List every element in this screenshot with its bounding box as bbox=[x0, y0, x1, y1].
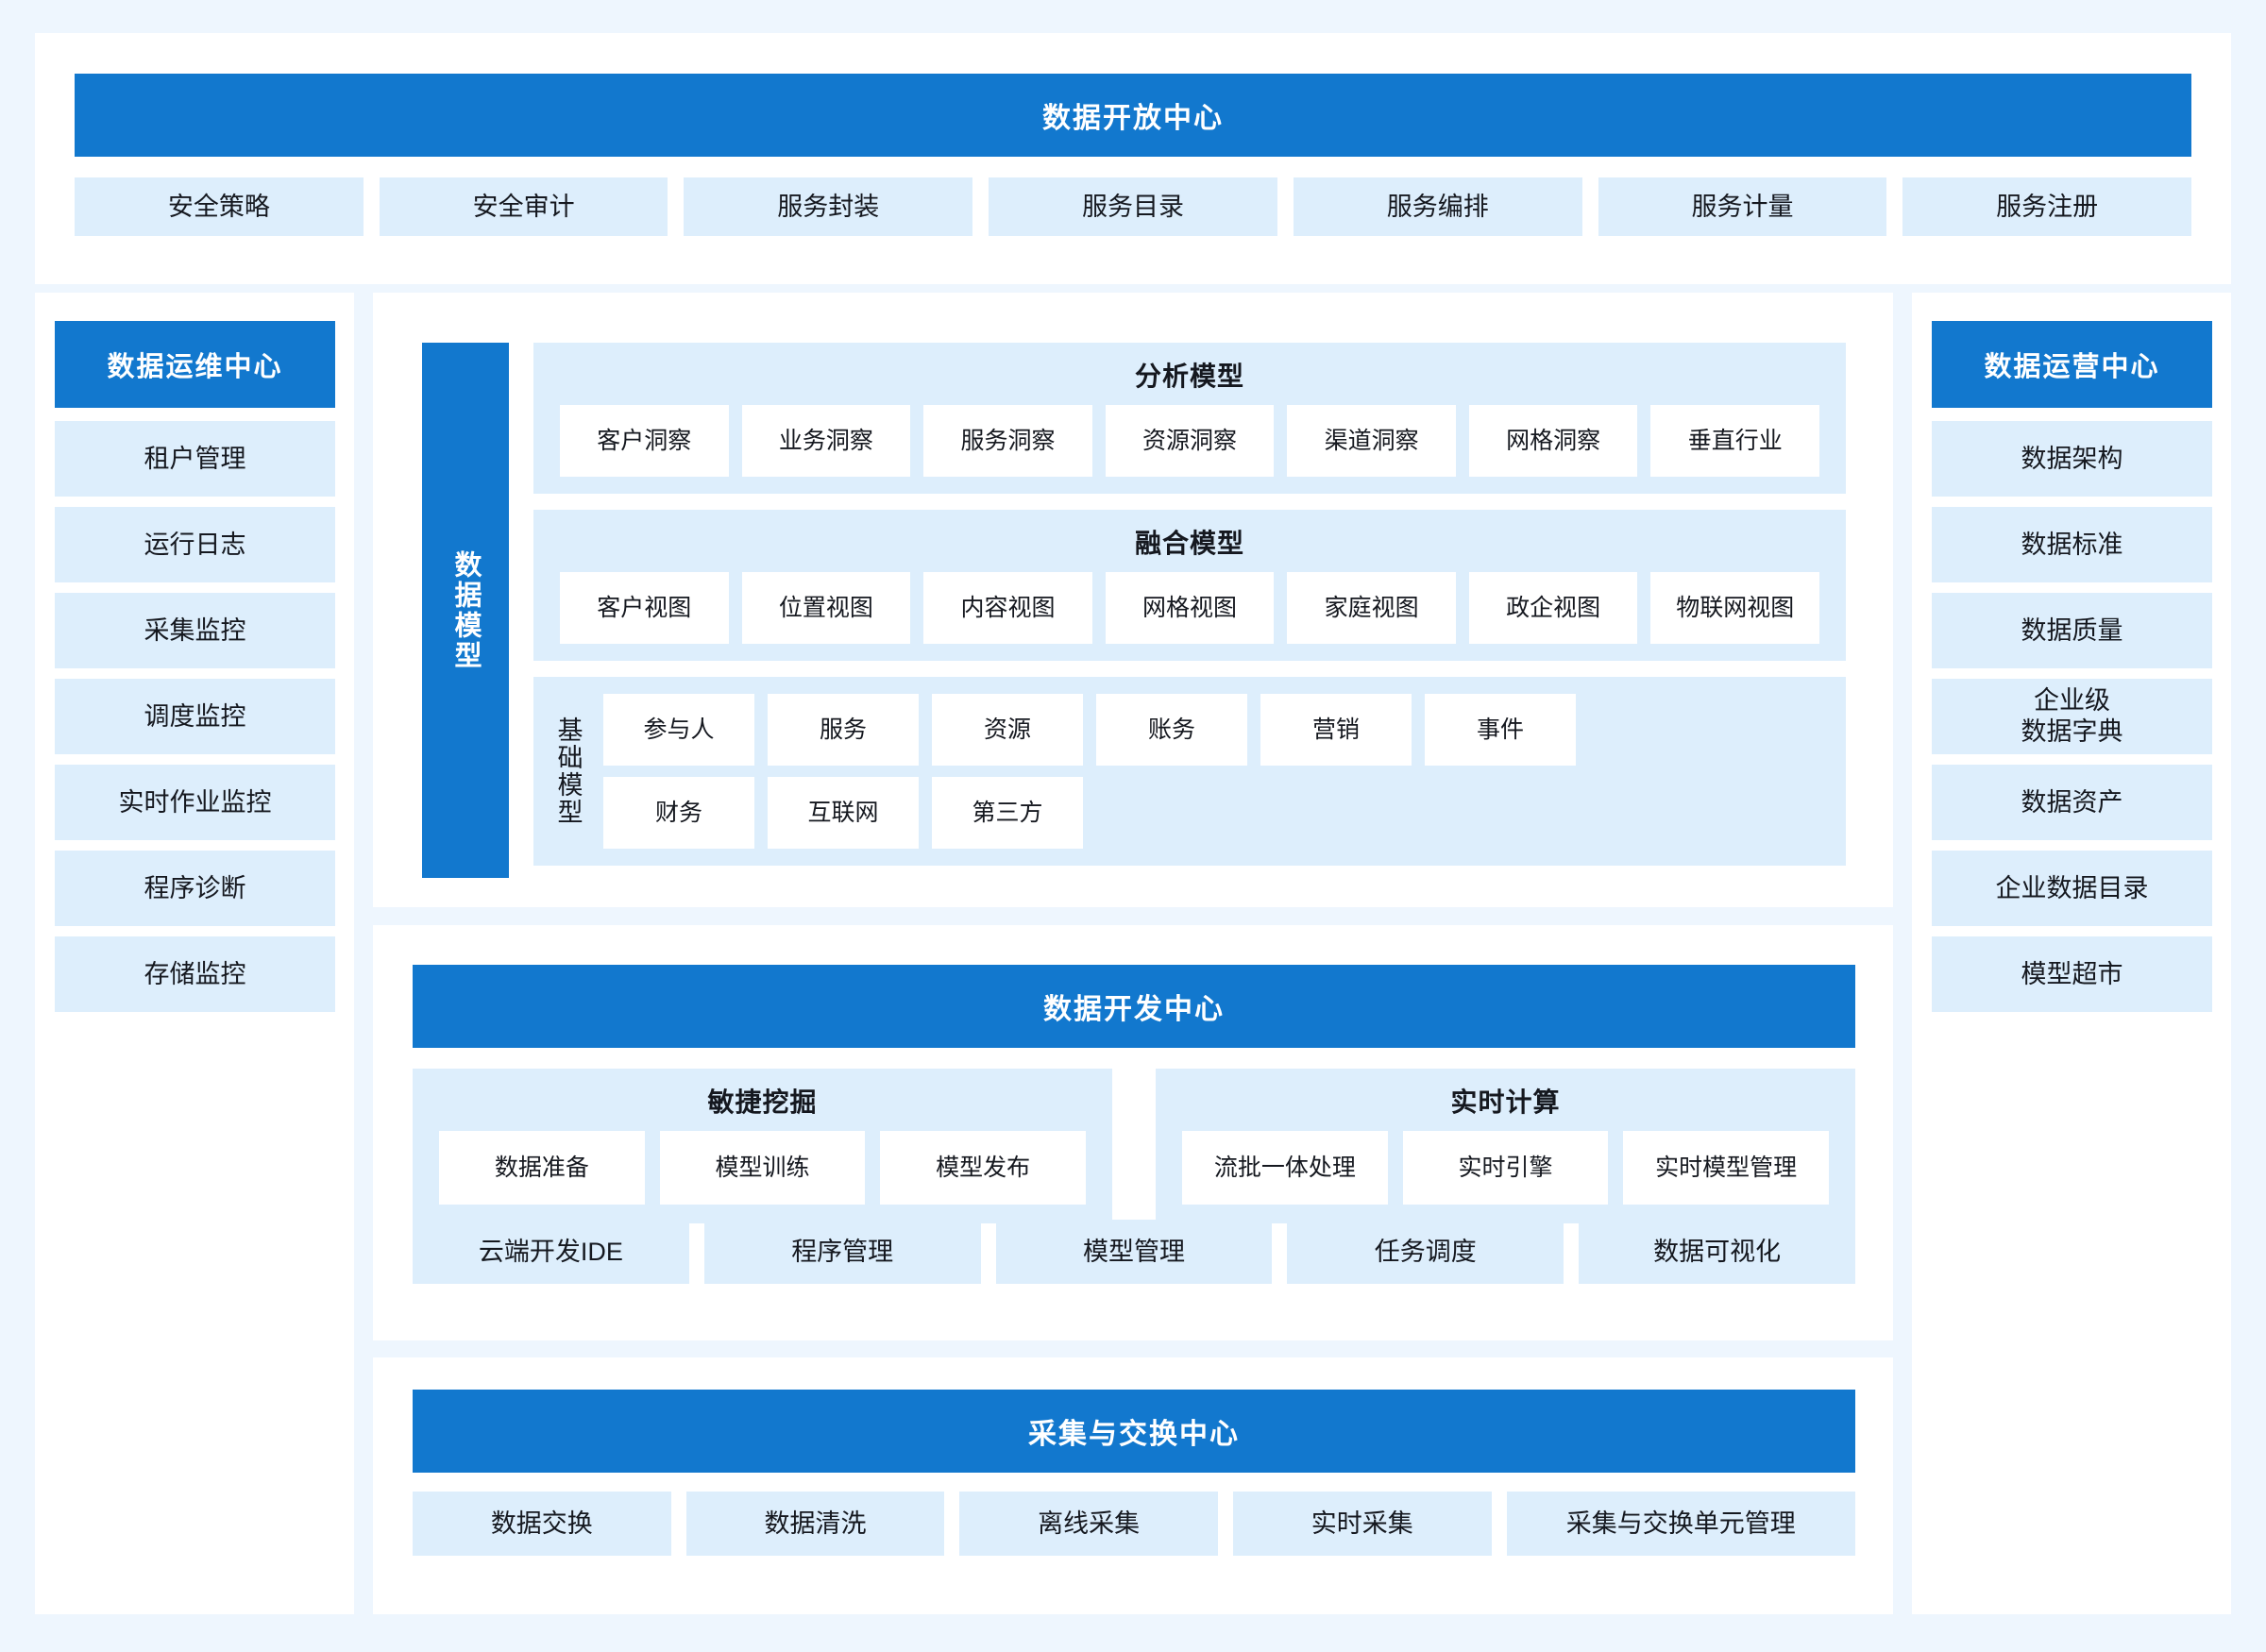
analysis-model-item-6[interactable]: 垂直行业 bbox=[1650, 405, 1820, 477]
agile-mining-item-2[interactable]: 模型发布 bbox=[880, 1131, 1087, 1205]
base-model-item-0[interactable]: 参与人 bbox=[603, 694, 754, 766]
collect-center-title: 采集与交换中心 bbox=[413, 1390, 1855, 1473]
ops-center-item-3[interactable]: 调度监控 bbox=[55, 679, 335, 754]
data-model-groups: 分析模型 客户洞察 业务洞察 服务洞察 资源洞察 渠道洞察 网格洞察 垂直行业 … bbox=[533, 343, 1846, 866]
open-center-item-list: 安全策略 安全审计 服务封装 服务目录 服务编排 服务计量 服务注册 bbox=[75, 177, 2192, 236]
open-center-item-3[interactable]: 服务目录 bbox=[989, 177, 1277, 236]
open-center-title: 数据开放中心 bbox=[75, 74, 2191, 157]
analysis-model-items: 客户洞察 业务洞察 服务洞察 资源洞察 渠道洞察 网格洞察 垂直行业 bbox=[533, 405, 1846, 477]
open-center-item-2[interactable]: 服务封装 bbox=[684, 177, 973, 236]
dev-center-bottom-item-4[interactable]: 数据可视化 bbox=[1579, 1220, 1855, 1284]
ops-center-panel: 数据运维中心 租户管理 运行日志 采集监控 调度监控 实时作业监控 程序诊断 存… bbox=[35, 293, 354, 1614]
fusion-model-item-3[interactable]: 网格视图 bbox=[1105, 572, 1275, 644]
data-model-vertical-label: 数据模型 bbox=[422, 343, 509, 878]
analysis-model-item-5[interactable]: 网格洞察 bbox=[1468, 405, 1638, 477]
ops-center-item-5[interactable]: 程序诊断 bbox=[55, 851, 335, 926]
operation-center-item-2[interactable]: 数据质量 bbox=[1932, 593, 2212, 668]
ops-center-item-2[interactable]: 采集监控 bbox=[55, 593, 335, 668]
realtime-compute-title: 实时计算 bbox=[1450, 1087, 1561, 1117]
fusion-model-group: 融合模型 客户视图 位置视图 内容视图 网格视图 家庭视图 政企视图 物联网视图 bbox=[533, 510, 1846, 661]
analysis-model-item-0[interactable]: 客户洞察 bbox=[560, 405, 729, 477]
agile-mining-item-0[interactable]: 数据准备 bbox=[439, 1131, 645, 1205]
base-model-item-2[interactable]: 资源 bbox=[932, 694, 1083, 766]
operation-center-panel: 数据运营中心 数据架构 数据标准 数据质量 企业级 数据字典 数据资产 企业数据… bbox=[1912, 293, 2231, 1614]
agile-mining-title: 敏捷挖掘 bbox=[707, 1087, 818, 1117]
fusion-model-title: 融合模型 bbox=[1134, 529, 1244, 558]
base-model-item-4[interactable]: 营销 bbox=[1260, 694, 1412, 766]
dev-center-subgroups: 敏捷挖掘 数据准备 模型训练 模型发布 实时计算 流批一体处理 实时引擎 实时模… bbox=[413, 1069, 1855, 1223]
base-model-item-7[interactable]: 互联网 bbox=[768, 777, 919, 849]
base-model-item-1[interactable]: 服务 bbox=[768, 694, 919, 766]
operation-center-item-1[interactable]: 数据标准 bbox=[1932, 507, 2212, 582]
analysis-model-item-2[interactable]: 服务洞察 bbox=[923, 405, 1092, 477]
base-model-vertical-label: 基础模型 bbox=[553, 716, 583, 826]
agile-mining-group: 敏捷挖掘 数据准备 模型训练 模型发布 bbox=[413, 1069, 1112, 1223]
agile-mining-item-1[interactable]: 模型训练 bbox=[659, 1131, 866, 1205]
realtime-compute-group: 实时计算 流批一体处理 实时引擎 实时模型管理 bbox=[1156, 1069, 1855, 1223]
ops-center-item-6[interactable]: 存储监控 bbox=[55, 936, 335, 1012]
collect-center-item-1[interactable]: 数据清洗 bbox=[685, 1492, 945, 1556]
analysis-model-title: 分析模型 bbox=[1134, 362, 1244, 391]
open-center-panel: 数据开放中心 安全策略 安全审计 服务封装 服务目录 服务编排 服务计量 服务注… bbox=[35, 33, 2231, 284]
operation-center-item-6[interactable]: 模型超市 bbox=[1932, 936, 2212, 1012]
dev-center-bottom-item-1[interactable]: 程序管理 bbox=[703, 1220, 981, 1284]
operation-center-item-5[interactable]: 企业数据目录 bbox=[1932, 851, 2212, 926]
base-model-item-8[interactable]: 第三方 bbox=[932, 777, 1083, 849]
operation-center-item-list: 数据架构 数据标准 数据质量 企业级 数据字典 数据资产 企业数据目录 模型超市 bbox=[1932, 421, 2212, 1022]
dev-center-bottom-item-3[interactable]: 任务调度 bbox=[1287, 1220, 1564, 1284]
realtime-compute-item-1[interactable]: 实时引擎 bbox=[1402, 1131, 1609, 1205]
dev-center-bottom-items: 云端开发IDE 程序管理 模型管理 任务调度 数据可视化 bbox=[413, 1220, 1855, 1284]
open-center-item-4[interactable]: 服务编排 bbox=[1293, 177, 1582, 236]
agile-mining-items: 数据准备 模型训练 模型发布 bbox=[413, 1131, 1112, 1205]
fusion-model-items: 客户视图 位置视图 内容视图 网格视图 家庭视图 政企视图 物联网视图 bbox=[533, 572, 1846, 644]
base-model-grid: 参与人 服务 资源 账务 营销 事件 财务 互联网 第三方 bbox=[603, 694, 1846, 849]
open-center-item-0[interactable]: 安全策略 bbox=[75, 177, 364, 236]
open-center-item-6[interactable]: 服务注册 bbox=[1902, 177, 2192, 236]
base-model-row-2: 财务 互联网 第三方 bbox=[603, 777, 1819, 849]
fusion-model-item-1[interactable]: 位置视图 bbox=[741, 572, 911, 644]
open-center-item-1[interactable]: 安全审计 bbox=[379, 177, 668, 236]
base-model-item-6[interactable]: 财务 bbox=[603, 777, 754, 849]
operation-center-title: 数据运营中心 bbox=[1932, 321, 2212, 408]
collect-center-items: 数据交换 数据清洗 离线采集 实时采集 采集与交换单元管理 bbox=[413, 1492, 1855, 1556]
analysis-model-group: 分析模型 客户洞察 业务洞察 服务洞察 资源洞察 渠道洞察 网格洞察 垂直行业 bbox=[533, 343, 1846, 494]
fusion-model-item-4[interactable]: 家庭视图 bbox=[1287, 572, 1456, 644]
collect-center-item-0[interactable]: 数据交换 bbox=[413, 1492, 671, 1556]
data-model-panel: 数据模型 分析模型 客户洞察 业务洞察 服务洞察 资源洞察 渠道洞察 网格洞察 … bbox=[373, 293, 1893, 907]
dev-center-bottom-item-0[interactable]: 云端开发IDE bbox=[413, 1220, 689, 1284]
collect-center-item-3[interactable]: 实时采集 bbox=[1232, 1492, 1492, 1556]
analysis-model-item-1[interactable]: 业务洞察 bbox=[741, 405, 911, 477]
collect-center-panel: 采集与交换中心 数据交换 数据清洗 离线采集 实时采集 采集与交换单元管理 bbox=[373, 1357, 1893, 1614]
fusion-model-item-5[interactable]: 政企视图 bbox=[1468, 572, 1638, 644]
operation-center-item-0[interactable]: 数据架构 bbox=[1932, 421, 2212, 497]
fusion-model-item-0[interactable]: 客户视图 bbox=[560, 572, 729, 644]
ops-center-title: 数据运维中心 bbox=[55, 321, 335, 408]
fusion-model-item-6[interactable]: 物联网视图 bbox=[1650, 572, 1820, 644]
ops-center-item-1[interactable]: 运行日志 bbox=[55, 507, 335, 582]
analysis-model-item-3[interactable]: 资源洞察 bbox=[1105, 405, 1275, 477]
dev-center-bottom-item-2[interactable]: 模型管理 bbox=[995, 1220, 1273, 1284]
collect-center-item-4[interactable]: 采集与交换单元管理 bbox=[1506, 1492, 1855, 1556]
base-model-row-1: 参与人 服务 资源 账务 营销 事件 bbox=[603, 694, 1819, 766]
base-model-item-3[interactable]: 账务 bbox=[1096, 694, 1247, 766]
dev-center-panel: 数据开发中心 敏捷挖掘 数据准备 模型训练 模型发布 实时计算 流批一体处理 实… bbox=[373, 925, 1893, 1340]
collect-center-item-2[interactable]: 离线采集 bbox=[959, 1492, 1218, 1556]
analysis-model-item-4[interactable]: 渠道洞察 bbox=[1287, 405, 1456, 477]
base-model-item-5[interactable]: 事件 bbox=[1425, 694, 1576, 766]
operation-center-item-4[interactable]: 数据资产 bbox=[1932, 765, 2212, 840]
dev-center-title: 数据开发中心 bbox=[413, 965, 1855, 1048]
operation-center-item-3[interactable]: 企业级 数据字典 bbox=[1932, 679, 2212, 754]
open-center-item-5[interactable]: 服务计量 bbox=[1598, 177, 1887, 236]
realtime-compute-items: 流批一体处理 实时引擎 实时模型管理 bbox=[1156, 1131, 1855, 1205]
fusion-model-item-2[interactable]: 内容视图 bbox=[923, 572, 1092, 644]
ops-center-item-list: 租户管理 运行日志 采集监控 调度监控 实时作业监控 程序诊断 存储监控 bbox=[55, 421, 335, 1022]
base-model-group: 基础模型 参与人 服务 资源 账务 营销 事件 财务 互联网 第三方 bbox=[533, 677, 1846, 866]
realtime-compute-item-0[interactable]: 流批一体处理 bbox=[1182, 1131, 1388, 1205]
ops-center-item-4[interactable]: 实时作业监控 bbox=[55, 765, 335, 840]
ops-center-item-0[interactable]: 租户管理 bbox=[55, 421, 335, 497]
realtime-compute-item-2[interactable]: 实时模型管理 bbox=[1623, 1131, 1830, 1205]
